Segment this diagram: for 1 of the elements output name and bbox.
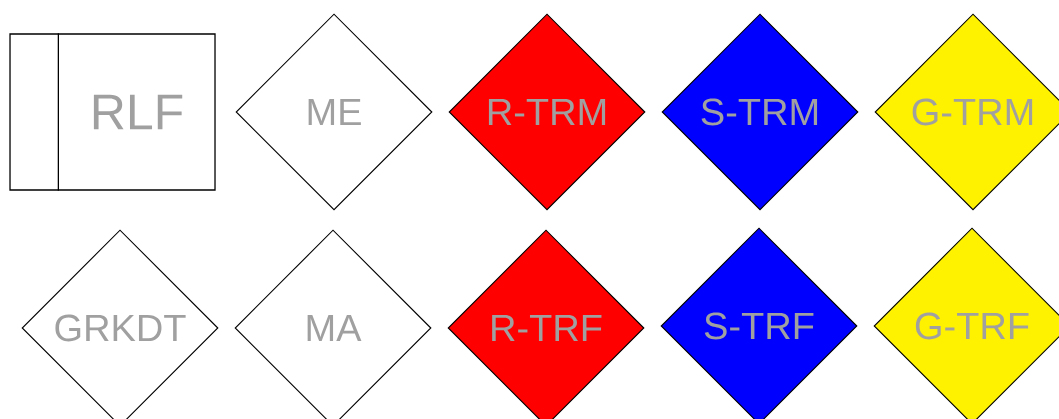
split-box: RLF (9, 32, 216, 192)
